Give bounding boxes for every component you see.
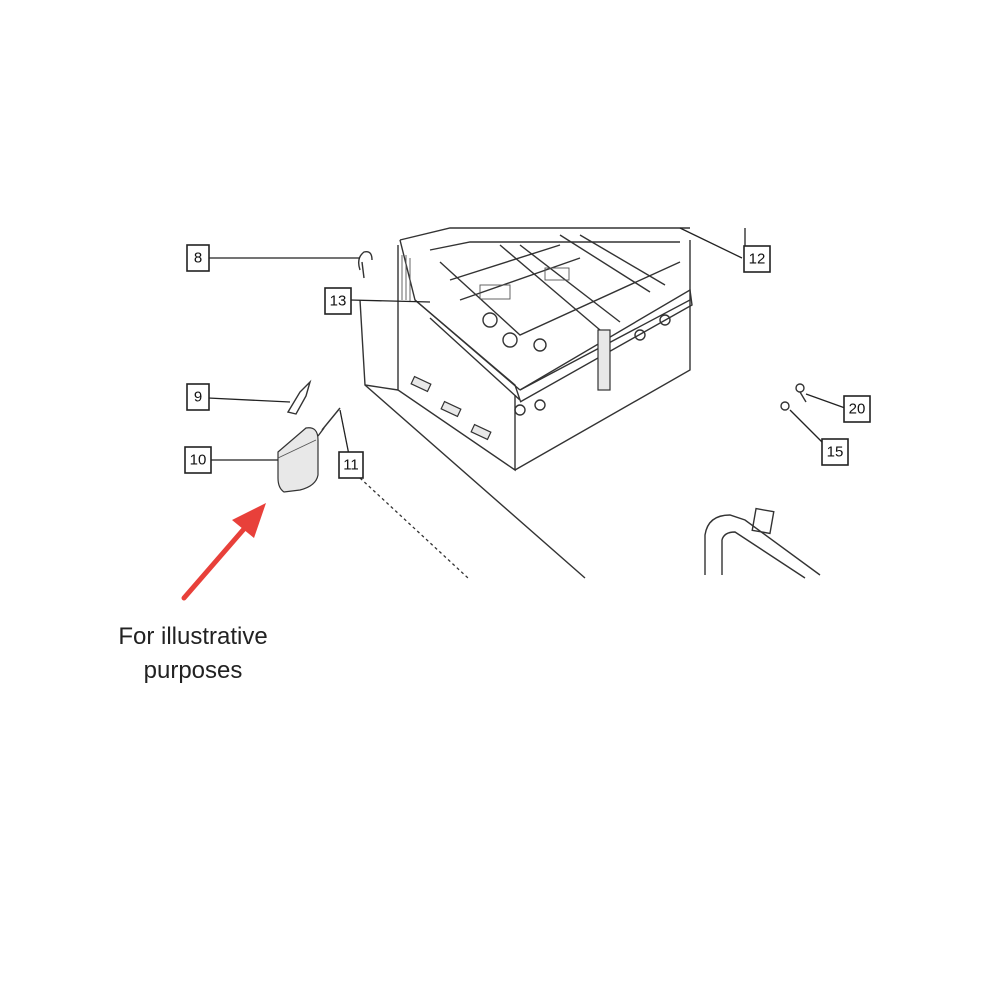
- part-10-cover: [277, 427, 319, 493]
- chassis-frame: [359, 227, 693, 579]
- part-20-screw: [795, 383, 807, 403]
- callout-9-label: 9: [194, 389, 202, 406]
- part-9-bracket: [286, 379, 312, 415]
- leader-lines: [207, 227, 846, 461]
- part-15-washer: [780, 401, 790, 411]
- callout-12-label: 12: [749, 251, 766, 268]
- callout-10: 10: [184, 446, 212, 474]
- callout-11: 11: [338, 451, 364, 479]
- part-11-pin: [317, 407, 341, 437]
- callout-13-label: 13: [330, 293, 347, 310]
- part-8-clip: [357, 250, 373, 279]
- handle-pipe: [704, 507, 821, 579]
- callout-8: 8: [186, 244, 210, 272]
- callout-15-label: 15: [827, 444, 844, 461]
- caption-line-1: For illustrative: [118, 623, 268, 650]
- illustration-caption: For illustrative purposes: [88, 620, 298, 688]
- red-arrow-icon: [181, 503, 266, 601]
- dashed-assembly-line: [359, 477, 469, 579]
- callout-8-label: 8: [194, 250, 202, 267]
- callout-20-label: 20: [849, 401, 866, 418]
- callout-12: 12: [743, 245, 771, 273]
- callout-11-label: 11: [343, 457, 359, 474]
- callout-13: 13: [324, 287, 352, 315]
- callout-10-label: 10: [190, 452, 207, 469]
- caption-line-2: purposes: [143, 657, 243, 684]
- callout-9: 9: [186, 383, 210, 411]
- callout-20: 20: [843, 395, 871, 423]
- callout-15: 15: [821, 438, 849, 466]
